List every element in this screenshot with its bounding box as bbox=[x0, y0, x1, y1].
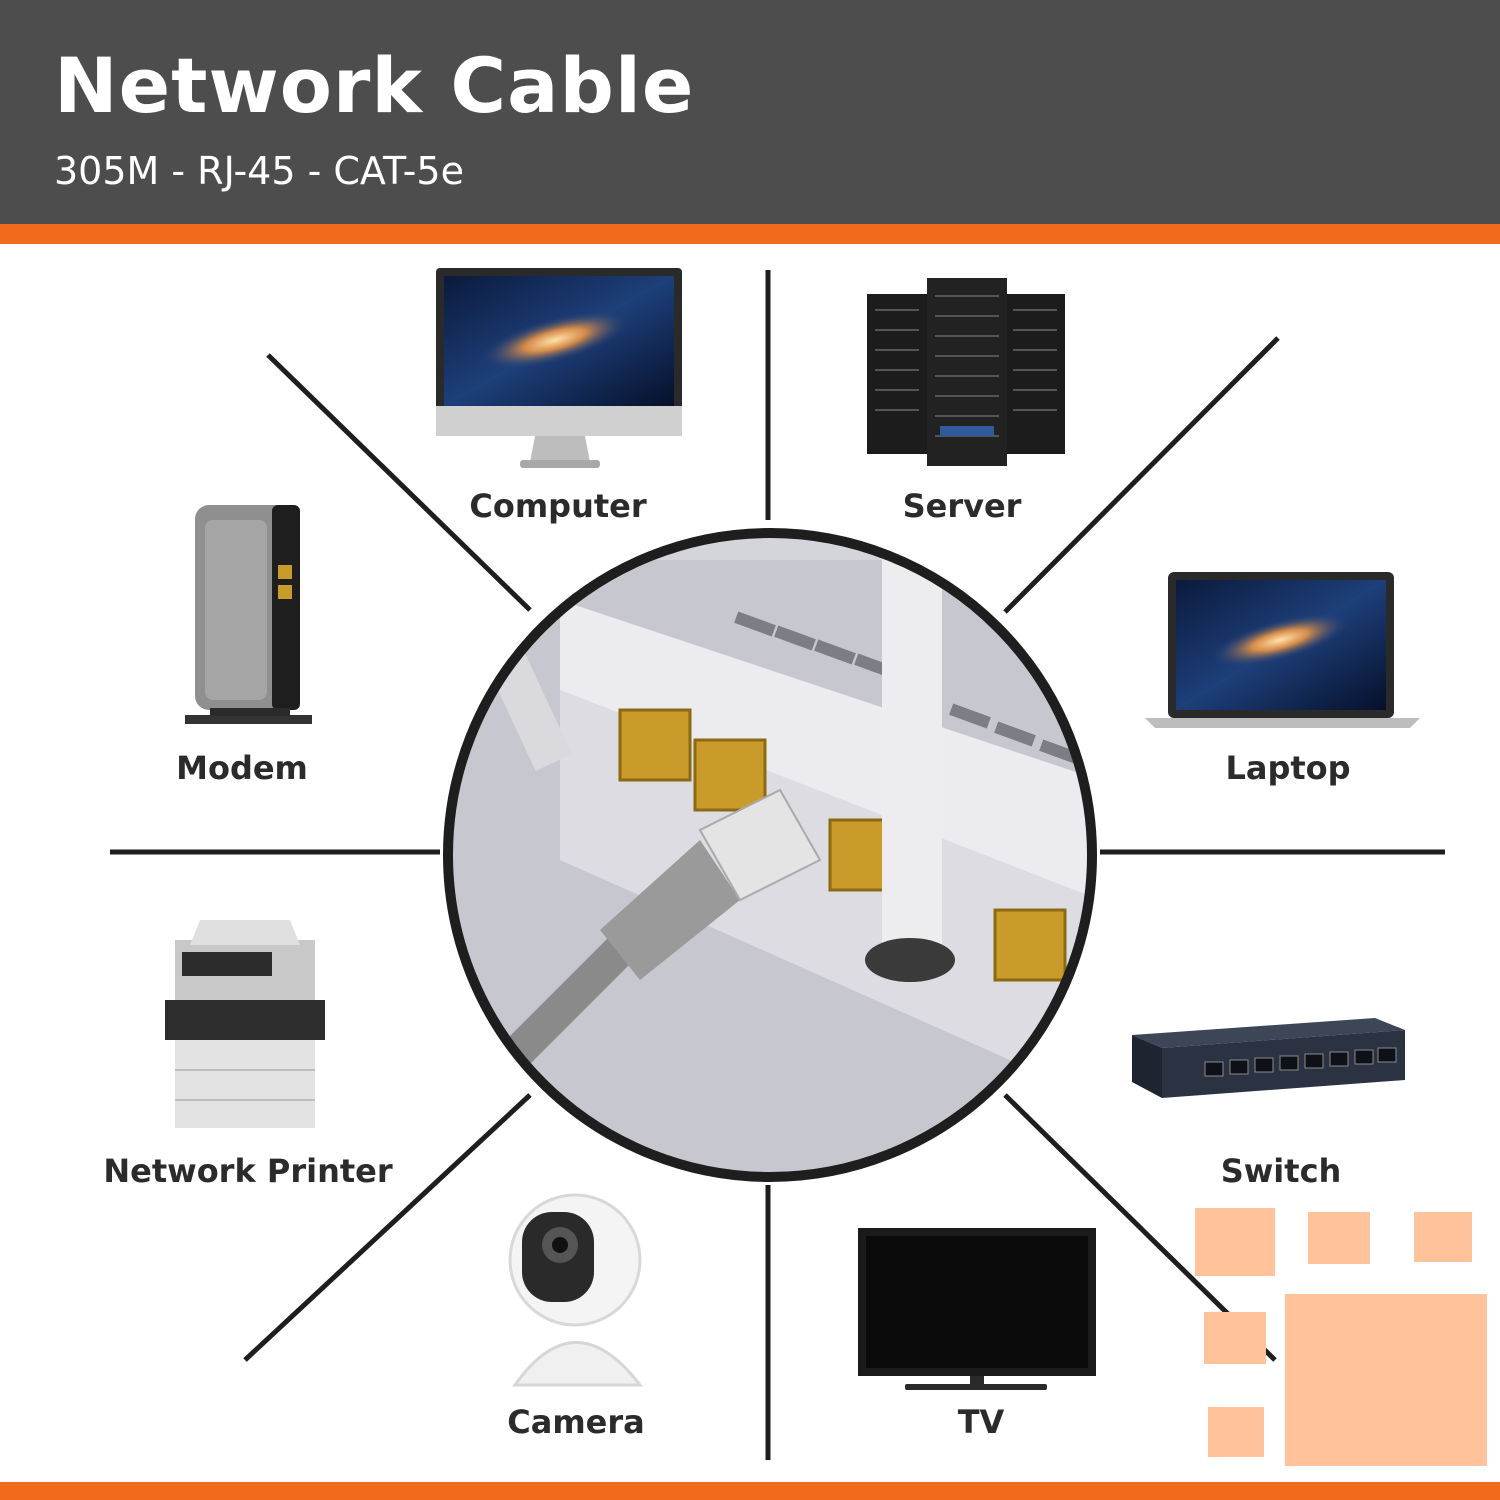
device-label-computer: Computer bbox=[469, 487, 647, 525]
header-banner bbox=[0, 0, 1500, 224]
connector-lines bbox=[110, 270, 1445, 1460]
tv-icon bbox=[858, 1228, 1096, 1390]
laptop-icon bbox=[1145, 572, 1420, 728]
device-label-camera: Camera bbox=[507, 1403, 645, 1441]
device-label-modem: Modem bbox=[176, 749, 308, 787]
device-label-server: Server bbox=[902, 487, 1022, 525]
server-icon bbox=[867, 278, 1065, 466]
router-photo bbox=[448, 533, 1092, 1177]
footer-accent-bar bbox=[0, 1482, 1500, 1500]
device-label-laptop: Laptop bbox=[1225, 749, 1351, 787]
device-label-network-printer: Network Printer bbox=[103, 1152, 393, 1190]
page-title: Network Cable bbox=[54, 41, 695, 130]
camera-icon bbox=[508, 1193, 644, 1387]
computer-icon bbox=[436, 268, 682, 468]
device-label-switch: Switch bbox=[1220, 1152, 1342, 1190]
switch-icon bbox=[1132, 1018, 1405, 1098]
decorative-squares bbox=[1195, 1208, 1487, 1466]
device-label-tv: TV bbox=[957, 1403, 1005, 1441]
network-printer-icon bbox=[165, 920, 325, 1128]
page-subtitle: 305M - RJ-45 - CAT-5e bbox=[54, 149, 464, 193]
modem-icon bbox=[185, 505, 312, 724]
header-accent-bar bbox=[0, 224, 1500, 244]
